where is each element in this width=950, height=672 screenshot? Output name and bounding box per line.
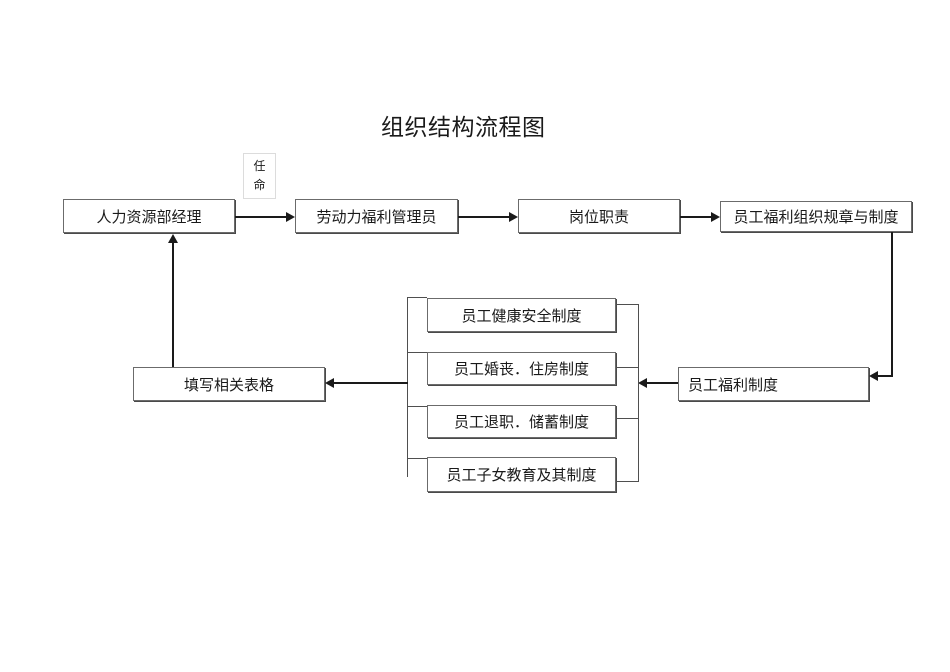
appointment-note-line2: 命 [253,178,266,192]
appointment-note-line1: 任 [253,159,266,173]
node-hr-manager: 人力资源部经理 [63,199,235,233]
edge-welfare-to-group-arrowhead [638,378,647,388]
page-title: 组织结构流程图 [381,115,546,140]
left-bracket-stub-3 [407,406,427,407]
edge-admin-to-duty-line [458,216,510,218]
edge-duty-to-rules-line [680,216,712,218]
right-bracket-stub-1 [616,304,638,305]
right-bracket-vline [638,304,639,482]
left-bracket-stub-2 [407,352,427,353]
edge-forms-to-hr-vline [172,242,174,367]
left-bracket-stub-1 [407,297,427,298]
node-retirement-savings-system: 员工退职．储蓄制度 [427,405,616,438]
edge-duty-to-rules-arrowhead [711,212,720,222]
node-health-safety-system: 员工健康安全制度 [427,298,616,332]
right-bracket-stub-2 [616,367,638,368]
node-welfare-org-rules: 员工福利组织规章与制度 [720,201,912,232]
edge-group-to-forms-line [333,382,408,384]
left-bracket-vline [407,297,408,477]
edge-hr-to-admin-arrowhead [286,212,295,222]
node-marriage-housing-system: 员工婚丧．住房制度 [427,352,616,385]
edge-welfare-to-group-line [647,382,678,384]
edge-rules-to-welfare-hline [878,375,893,377]
right-bracket-stub-4 [616,481,638,482]
edge-admin-to-duty-arrowhead [509,212,518,222]
node-children-education-system: 员工子女教育及其制度 [427,457,616,492]
appointment-note: 任 命 [243,153,276,199]
node-labor-welfare-admin: 劳动力福利管理员 [295,199,458,233]
left-bracket-stub-4 [407,458,427,459]
edge-rules-to-welfare-arrowhead [869,371,878,381]
node-fill-forms: 填写相关表格 [133,367,325,401]
node-welfare-system: 员工福利制度 [678,367,869,401]
edge-forms-to-hr-arrowhead [168,234,178,243]
edge-hr-to-admin-line [235,216,287,218]
right-bracket-stub-3 [616,418,638,419]
node-job-duties: 岗位职责 [518,199,680,233]
edge-rules-to-welfare-vline [891,232,893,377]
edge-group-to-forms-arrowhead [325,378,334,388]
